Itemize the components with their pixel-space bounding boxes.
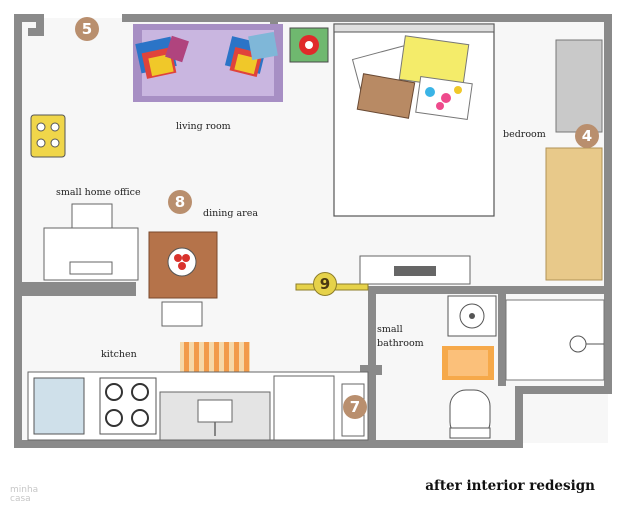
- room-label-bathroom-line2: bathroom: [377, 338, 424, 349]
- mirror: [555, 39, 603, 133]
- watermark: minha casa: [10, 486, 38, 504]
- kitchen-rug: [180, 342, 250, 372]
- marker-9: 9: [313, 272, 337, 296]
- tv-cabinet: [359, 255, 471, 285]
- room-label-bathroom-line1: small: [377, 324, 403, 335]
- watermark-line2: casa: [10, 494, 31, 504]
- marker-8: 8: [168, 190, 192, 214]
- wardrobe: [545, 147, 603, 281]
- kitchen-counter: [27, 371, 369, 441]
- bathroom-fixtures: [442, 295, 605, 439]
- cushions: [135, 31, 278, 79]
- side-table: [289, 27, 329, 63]
- diagram-caption: after interior redesign: [425, 478, 595, 494]
- marker-7: 7: [343, 395, 367, 419]
- room-label-living: living room: [176, 121, 231, 132]
- marker-5: 5: [75, 17, 99, 41]
- room-label-bedroom: bedroom: [503, 129, 546, 140]
- outer-walls: [14, 14, 612, 448]
- stool: [30, 114, 66, 158]
- bed: [333, 23, 495, 217]
- watermark-line1: minha: [10, 485, 39, 495]
- marker-4: 4: [575, 124, 599, 148]
- dining-table: [148, 231, 218, 327]
- room-label-office: small home office: [56, 187, 141, 198]
- office-desk: [43, 203, 139, 281]
- room-label-kitchen: kitchen: [101, 349, 137, 360]
- room-label-dining: dining area: [203, 208, 258, 219]
